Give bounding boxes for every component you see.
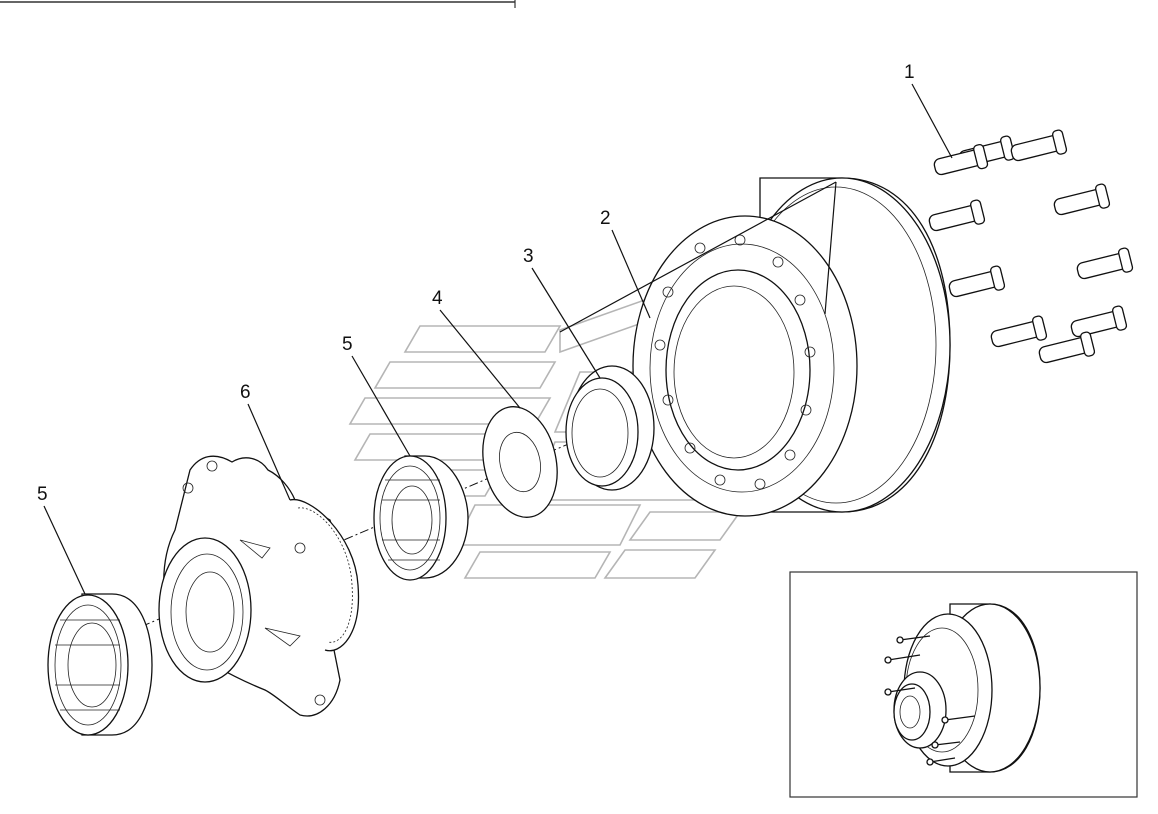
wheel-bolts [928,129,1134,364]
oil-seal [565,365,655,491]
callout-bolt: 1 [904,62,915,83]
wheel-hub [158,455,360,717]
callout-drum: 2 [600,208,611,229]
assembled-view-inset [789,571,1138,798]
inner-tapered-bearing [373,455,469,581]
inset-studs [884,635,976,766]
drum-bolt-holes [654,234,816,490]
callout-washer: 4 [432,288,443,309]
callout-hub: 6 [240,382,251,403]
header-fragment [0,0,516,8]
leader-lines [43,83,953,595]
callout-seal: 3 [523,246,534,267]
thrust-washer [482,406,558,518]
callout-labels: 1 2 3 4 5 6 5 [37,62,915,505]
callout-outer-bearing: 5 [37,484,48,505]
outer-tapered-bearing [47,593,153,736]
callout-inner-bearing: 5 [342,334,353,355]
brake-drum [632,177,951,517]
